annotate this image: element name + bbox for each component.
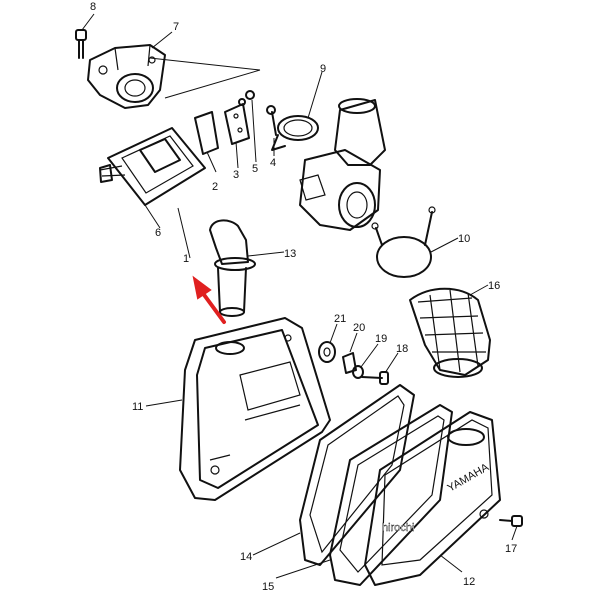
- label-14: 14: [240, 551, 252, 563]
- part-3-reed: [224, 103, 250, 145]
- part-19-washer: [352, 365, 364, 379]
- part-9-hose-clamp: [271, 115, 319, 151]
- label-10: 10: [458, 233, 470, 245]
- part-10-spring-clip: [371, 206, 436, 278]
- label-2: 2: [212, 181, 218, 193]
- label-17: 17: [505, 543, 517, 555]
- label-8: 8: [90, 1, 96, 13]
- part-15-gasket: [329, 404, 453, 586]
- red-arrow-indicator: [192, 275, 226, 324]
- part-14-element: [299, 384, 415, 566]
- part-13-joint: [209, 219, 256, 317]
- carburetor-body: [299, 98, 386, 231]
- part-8-bolt: [75, 29, 87, 59]
- part-7-intake-manifold: [87, 44, 166, 109]
- part-21-grommet: [318, 341, 336, 363]
- label-16: 16: [488, 280, 500, 292]
- label-18: 18: [396, 343, 408, 355]
- label-19: 19: [375, 333, 387, 345]
- label-3: 3: [233, 169, 239, 181]
- label-6: 6: [155, 227, 161, 239]
- label-1: 1: [183, 253, 189, 265]
- part-16-intake-duct: [409, 287, 491, 378]
- part-20-collar: [342, 352, 357, 374]
- watermark-text: hirochi: [382, 522, 414, 534]
- leader-lines: [81, 13, 518, 579]
- label-12: 12: [463, 576, 475, 588]
- label-5: 5: [252, 163, 258, 175]
- part-5-washer: [238, 90, 255, 106]
- part-6-reed-plate: [99, 127, 206, 206]
- brand-plate-text: YAMAHA: [446, 461, 492, 495]
- part-number-labels: 8 7 9 1 2 3 4 5 6 10 13 16 21 20 19 18 1…: [90, 1, 517, 593]
- label-11: 11: [132, 401, 143, 413]
- label-13: 13: [284, 248, 296, 260]
- part-11-air-cleaner-case: [179, 317, 331, 501]
- part-18-screw: [361, 371, 389, 385]
- label-15: 15: [262, 581, 274, 593]
- label-20: 20: [353, 322, 365, 334]
- part-4-screw: [266, 105, 277, 136]
- label-4: 4: [270, 157, 276, 169]
- label-7: 7: [173, 21, 179, 33]
- part-2-reed-stopper: [194, 111, 219, 155]
- part-17-screw: [499, 515, 523, 527]
- label-9: 9: [320, 63, 326, 75]
- label-21: 21: [334, 313, 346, 325]
